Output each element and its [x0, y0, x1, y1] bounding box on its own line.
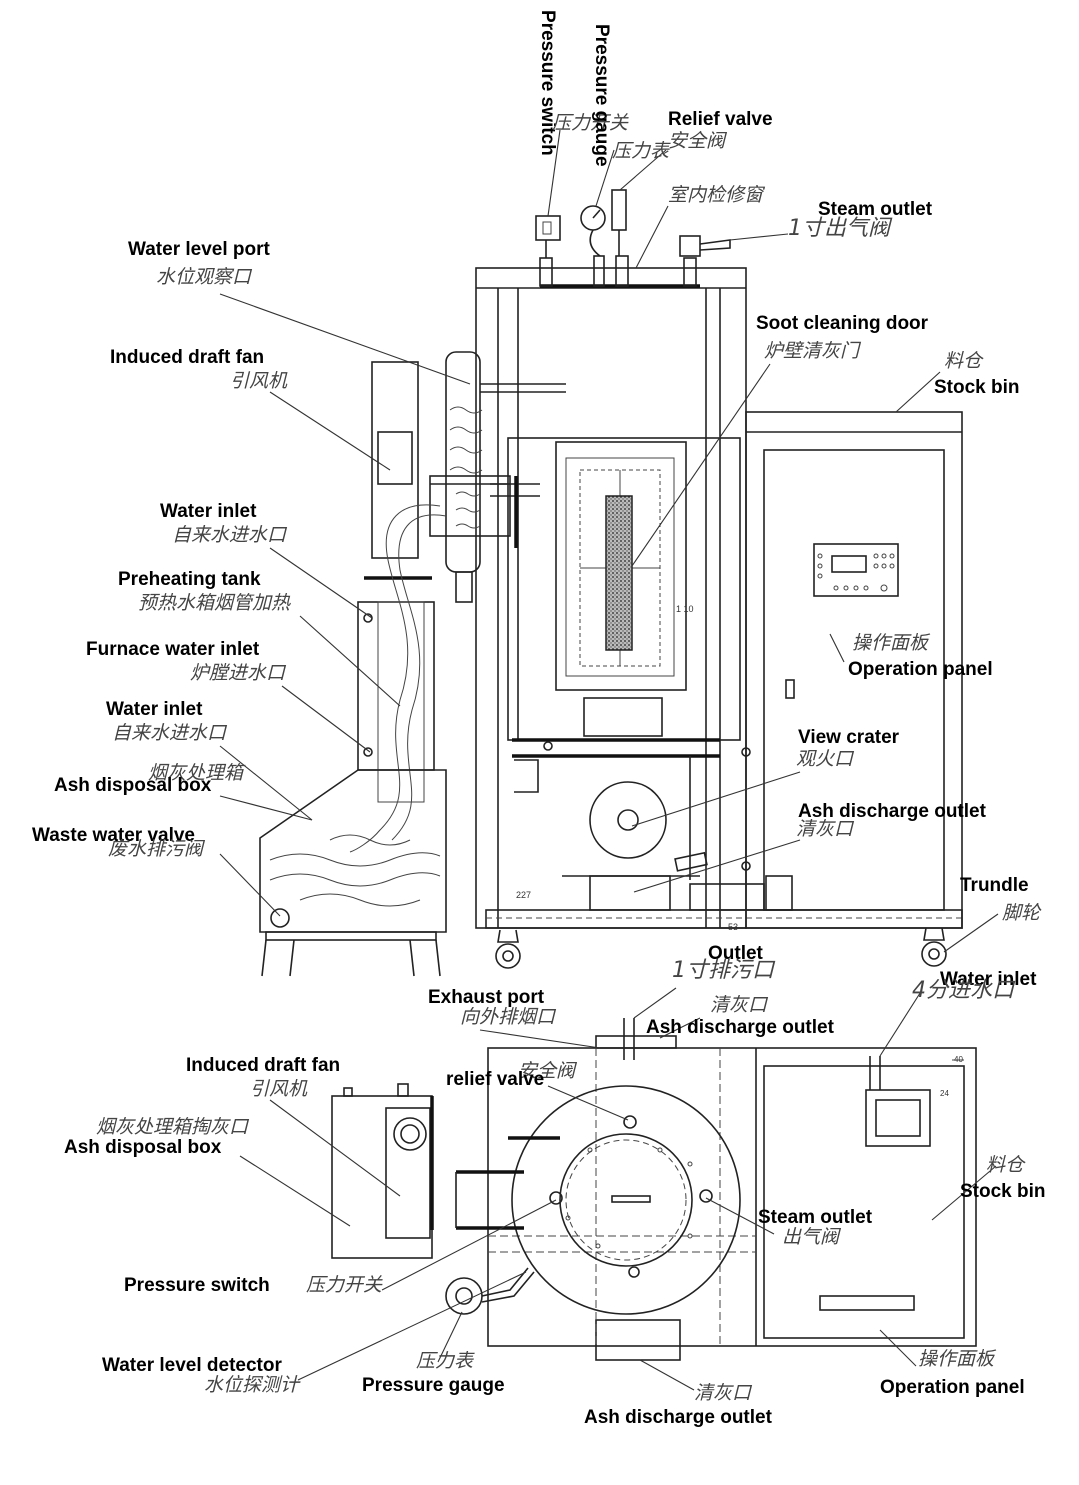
label-steam-outlet-zh: 1寸出气阀	[788, 216, 890, 241]
steam-valve	[679, 235, 701, 257]
plan-outline	[487, 1047, 977, 1347]
label-pressure-switch-zh: 压力开关	[552, 112, 629, 134]
label-ash-discharge-bottom-zh: 清灰口	[694, 1382, 752, 1404]
label-stock-bin: Stock bin	[934, 377, 1020, 398]
label-pressure-gauge-zh: 压力表	[612, 140, 670, 162]
label-view-crater-zh: 观火口	[796, 748, 854, 770]
dim-label: 40	[954, 1055, 963, 1064]
label-view-crater: View crater	[798, 727, 900, 748]
boiler-shell	[511, 1085, 741, 1315]
label-water-level-detector: Water level detector	[102, 1355, 282, 1376]
label-water-inlet: Water inlet	[160, 501, 257, 522]
label-pressure-switch-plan-zh: 压力开关	[306, 1274, 383, 1296]
label-stock-bin-zh: 料仓	[944, 350, 983, 372]
label-ash-discharge-outlet: Ash discharge outlet	[798, 801, 986, 822]
label-exhaust-port-zh: 向外排烟口	[460, 1006, 556, 1028]
label-pressure-gauge-plan: Pressure gauge	[362, 1375, 505, 1396]
wheel-left	[495, 943, 521, 969]
label-ash-disposal-box-zh: 烟灰处理箱	[148, 762, 244, 784]
label-steam-outlet-plan-zh: 出气阀	[782, 1226, 840, 1248]
label-induced-draft-fan-plan-zh: 引风机	[250, 1078, 308, 1100]
dim-label: 53	[728, 922, 738, 932]
label-relief-valve-plan: relief valve	[446, 1069, 545, 1090]
panel-box-top	[865, 1089, 931, 1147]
label-ash-discharge-bottom: Ash discharge outlet	[584, 1407, 772, 1428]
dim-label: 227	[516, 890, 531, 900]
label-ash-discharge-outlet-zh: 清灰口	[796, 818, 854, 840]
label-relief-valve: Relief valve	[668, 109, 773, 130]
label-ash-disposal-plan: Ash disposal box	[64, 1137, 222, 1158]
label-operation-panel: Operation panel	[848, 659, 993, 680]
label-waste-water-valve-zh: 废水排污阀	[108, 838, 204, 860]
label-induced-draft-fan-zh: 引风机	[230, 370, 288, 392]
label-furnace-water-inlet: Furnace water inlet	[86, 639, 260, 660]
label-pressure-gauge-top: Pressure gauge	[591, 24, 612, 167]
boiler-drum	[559, 1133, 693, 1267]
label-preheating-tank-zh: 预热水箱烟管加热	[138, 592, 291, 614]
label-water-level-detector-zh: 水位探测计	[204, 1374, 300, 1396]
view-crater-disc	[589, 781, 667, 859]
label-water-inlet-plan-zh: 4分进水口	[912, 978, 1014, 1003]
label-soot-cleaning-door-zh: 炉壁清灰门	[764, 340, 860, 362]
heat-exchanger	[445, 351, 481, 573]
label-water-inlet-plan: Water inlet	[940, 969, 1037, 990]
dim-label: 24	[940, 1089, 949, 1098]
label-induced-draft-fan: Induced draft fan	[110, 347, 265, 368]
label-steam-outlet: Steam outlet	[818, 199, 933, 220]
control-panel-face	[813, 543, 899, 597]
wheel-right	[921, 941, 947, 967]
label-induced-draft-fan-plan: Induced draft fan	[186, 1055, 341, 1076]
label-outlet: Outlet	[708, 943, 763, 964]
left-column	[371, 361, 419, 559]
base-rail	[485, 909, 963, 929]
label-inspection-window-zh: 室内检修窗	[668, 184, 764, 206]
stock-bin	[745, 411, 963, 929]
label-stock-bin-plan-zh: 料仓	[986, 1154, 1025, 1176]
leader-lines	[219, 129, 999, 1391]
label-ash-disposal-box: Ash disposal box	[54, 775, 212, 796]
label-pressure-switch-plan: Pressure switch	[124, 1275, 270, 1296]
label-operation-panel-zh: 操作面板	[852, 632, 929, 654]
label-waste-water-valve: Waste water valve	[32, 825, 195, 846]
label-pressure-switch-top: Pressure switch	[537, 10, 558, 156]
label-water-level-port: Water level port	[128, 239, 270, 260]
plan-view	[331, 1018, 977, 1361]
label-soot-cleaning-door: Soot cleaning door	[756, 313, 929, 334]
dim-label: 1 10	[676, 604, 694, 614]
label-water-inlet-2-zh: 自来水进水口	[112, 722, 227, 744]
elevation-view	[259, 189, 963, 977]
label-relief-valve-plan-zh: 安全阀	[518, 1060, 576, 1082]
label-furnace-water-inlet-zh: 炉膛进水口	[190, 662, 286, 684]
label-water-inlet-zh: 自来水进水口	[172, 524, 287, 546]
label-ash-discharge-top-zh: 清灰口	[710, 994, 768, 1016]
label-water-level-port-zh: 水位观察口	[156, 266, 252, 288]
pressure-switch-box	[535, 215, 561, 241]
label-outlet-zh: 1寸排污口	[672, 958, 774, 983]
label-stock-bin-plan: Stock bin	[960, 1181, 1046, 1202]
label-ash-disposal-plan-zh: 烟灰处理箱掏灰口	[96, 1116, 249, 1138]
label-relief-valve-zh: 安全阀	[668, 130, 726, 152]
relief-valve	[611, 189, 627, 231]
ash-disposal-box	[259, 769, 447, 933]
label-preheating-tank: Preheating tank	[118, 569, 261, 590]
label-exhaust-port: Exhaust port	[428, 987, 545, 1008]
label-operation-panel-plan-zh: 操作面板	[918, 1348, 995, 1370]
label-trundle: Trundle	[960, 875, 1029, 896]
label-operation-panel-plan: Operation panel	[880, 1377, 1025, 1398]
label-steam-outlet-plan: Steam outlet	[758, 1207, 873, 1228]
label-trundle-zh: 脚轮	[1002, 902, 1041, 924]
label-ash-discharge-top: Ash discharge outlet	[646, 1017, 834, 1038]
label-pressure-gauge-plan-zh: 压力表	[416, 1350, 474, 1372]
label-water-inlet-2: Water inlet	[106, 699, 203, 720]
